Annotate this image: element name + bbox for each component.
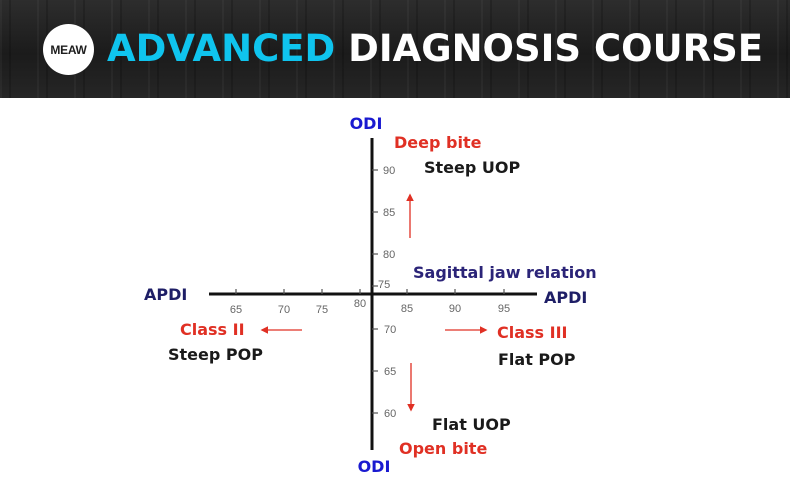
h-tick-marks [235, 289, 505, 294]
v-tick-70: 70 [384, 324, 396, 336]
v-tick-75: 75 [378, 279, 390, 291]
v-tick-marks [372, 169, 378, 414]
odi-bottom-label: ODI [358, 457, 391, 476]
h-tick-65: 65 [230, 304, 242, 316]
open-bite-label: Open bite [399, 439, 487, 458]
odi-top-label: ODI [350, 114, 383, 133]
apdi-left-label: APDI [144, 285, 187, 304]
v-tick-85: 85 [383, 207, 395, 219]
h-tick-95: 95 [498, 303, 510, 315]
title-highlight: ADVANCED [107, 27, 336, 70]
deep-bite-label: Deep bite [394, 133, 482, 152]
class-ii-label: Class II [180, 320, 245, 339]
meaw-logo: MEAW [43, 24, 94, 75]
h-tick-85: 85 [401, 303, 413, 315]
v-tick-65: 65 [384, 366, 396, 378]
h-tick-80: 80 [354, 298, 366, 310]
steep-pop-label: Steep POP [168, 345, 263, 364]
diagnosis-diagram: 65 70 75 80 85 90 95 90 85 80 75 70 65 6… [144, 114, 597, 476]
steep-uop-label: Steep UOP [424, 158, 520, 177]
sagittal-jaw-relation-label: Sagittal jaw relation [413, 263, 597, 282]
course-header: MEAW ADVANCED DIAGNOSIS COURSE [0, 0, 790, 98]
flat-pop-label: Flat POP [498, 350, 576, 369]
h-tick-70: 70 [278, 304, 290, 316]
v-tick-60: 60 [384, 408, 396, 420]
logo-text: MEAW [50, 42, 87, 57]
v-tick-90: 90 [383, 165, 395, 177]
flat-uop-label: Flat UOP [432, 415, 511, 434]
h-tick-75: 75 [316, 304, 328, 316]
apdi-right-label: APDI [544, 288, 587, 307]
course-title: ADVANCED DIAGNOSIS COURSE [107, 22, 763, 76]
h-tick-90: 90 [449, 303, 461, 315]
class-iii-label: Class III [497, 323, 568, 342]
v-tick-80: 80 [383, 249, 395, 261]
title-rest: DIAGNOSIS COURSE [348, 27, 764, 70]
